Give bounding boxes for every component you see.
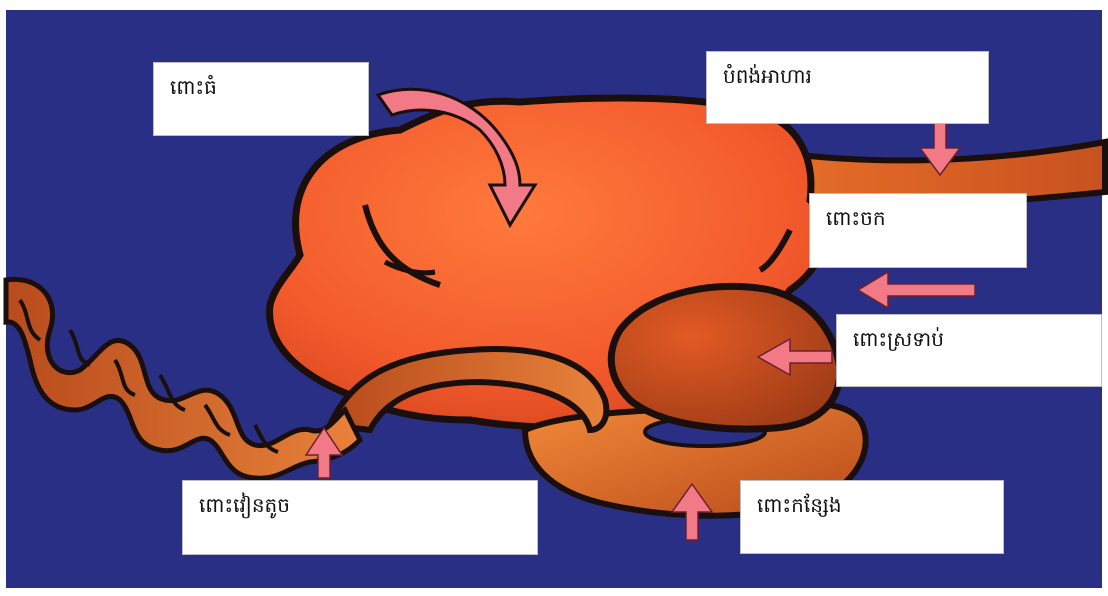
label-large-stomach-text: ពោះធំ	[170, 75, 217, 99]
label-small-intestine: ពោះវៀនតូច	[182, 480, 538, 555]
label-omasum: ពោះស្រទាប់	[836, 314, 1102, 387]
label-large-stomach: ពោះធំ	[153, 62, 369, 136]
label-esophagus-text: បំពង់អាហារ	[723, 64, 812, 88]
label-esophagus: បំពង់អាហារ	[706, 51, 989, 124]
label-omasum-text: ពោះស្រទាប់	[853, 327, 944, 351]
label-abomasum: ពោះកន្សែង	[740, 480, 1004, 554]
label-small-intestine-text: ពោះវៀនតូច	[199, 493, 290, 517]
label-honeycomb-stomach-text: ពោះចក	[826, 206, 886, 230]
label-abomasum-text: ពោះកន្សែង	[757, 493, 842, 517]
label-honeycomb-stomach: ពោះចក	[809, 193, 1027, 268]
